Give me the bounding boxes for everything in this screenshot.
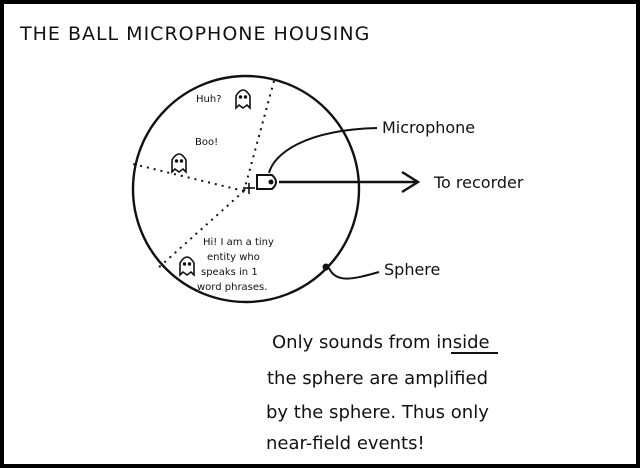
sphere-point-marker	[322, 263, 330, 271]
caption-line-3: by the sphere. Thus only	[266, 402, 489, 423]
ghost-boo-icon	[171, 153, 187, 174]
caption-line-4: near-field events!	[266, 433, 425, 454]
entity-hi-line-3: speaks in 1	[201, 267, 258, 278]
caption-line-1: Only sounds from inside	[272, 332, 490, 353]
microphone-icon	[243, 174, 277, 194]
dotted-line-boo	[132, 163, 245, 192]
caption: Only sounds from inside the sphere are a…	[266, 332, 498, 454]
sound-paths	[132, 80, 275, 270]
ghost-hi-icon	[179, 256, 195, 277]
microphone-leader-line	[268, 127, 378, 174]
diagram-canvas: THE BALL MICROPHONE HOUSING Huh? Boo! Hi…	[4, 4, 636, 464]
entity-hi-line-2: entity who	[207, 252, 260, 263]
microphone-label: Microphone	[382, 118, 475, 137]
entity-hi-line-4: word phrases.	[197, 282, 267, 293]
entity-hi-text: Hi! I am a tiny entity who speaks in 1 w…	[197, 237, 274, 293]
diagram-svg: THE BALL MICROPHONE HOUSING Huh? Boo! Hi…	[19, 23, 524, 454]
diagram-title: THE BALL MICROPHONE HOUSING	[19, 23, 370, 45]
sphere-leader-line	[328, 267, 380, 280]
entity-boo-text: Boo!	[195, 137, 218, 148]
entity-hi-line-1: Hi! I am a tiny	[203, 237, 274, 248]
sphere-circle	[131, 74, 361, 304]
caption-line-2: the sphere are amplified	[267, 368, 488, 389]
ghost-huh-icon	[235, 89, 251, 110]
recorder-arrowhead-icon	[401, 170, 421, 194]
sphere-label: Sphere	[384, 260, 440, 279]
recorder-label: To recorder	[433, 173, 524, 192]
entity-huh-text: Huh?	[196, 94, 222, 105]
dotted-line-huh	[243, 80, 275, 192]
